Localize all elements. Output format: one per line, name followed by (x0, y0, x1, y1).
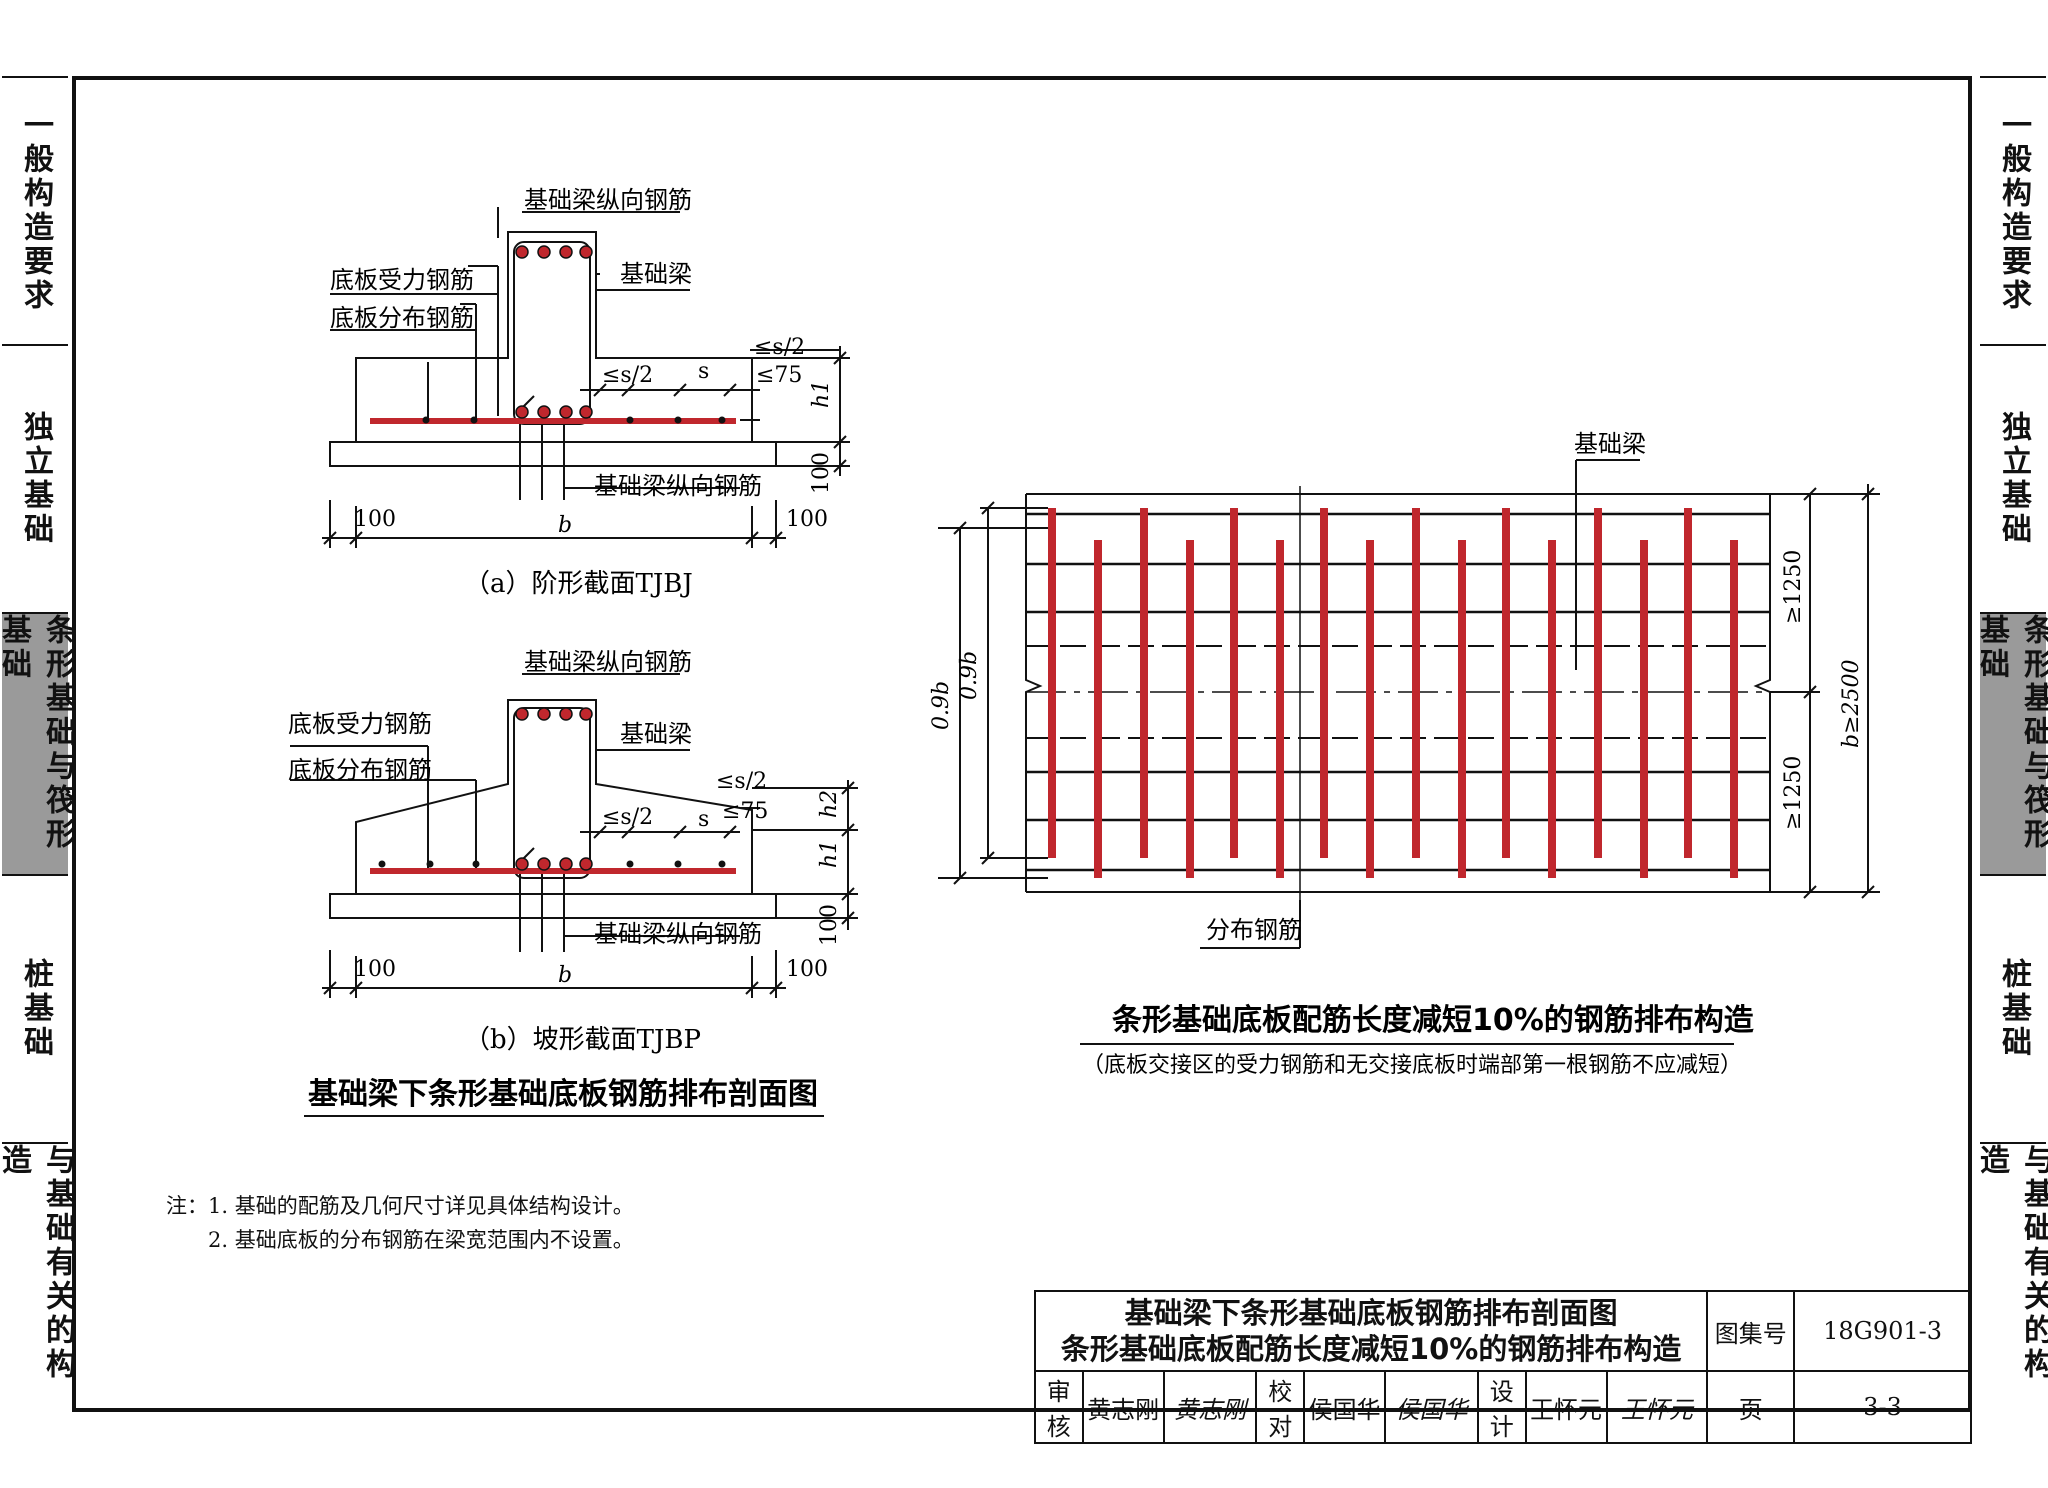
plan-dim-1250-top: ≥1250 (1781, 550, 1806, 624)
section-b-stirrup (513, 707, 591, 879)
side-tab-general[interactable]: 一般构造要求 (1980, 76, 2046, 344)
designer-name: 王怀元 (1524, 1370, 1608, 1444)
plan-dim-09b-inner: 0.9b (957, 651, 982, 700)
section-b-cushion (329, 893, 777, 919)
section-b-dist-bar-label: 底板分布钢筋 (288, 756, 432, 784)
title-line-1: 基础梁下条形基础底板钢筋排布剖面图 (1124, 1296, 1618, 1330)
side-tab-label: 独立基础 (1996, 411, 2031, 547)
plan-dim-09b-outer: 0.9b (929, 681, 954, 730)
section-a-dim-h1: h1 (809, 380, 834, 408)
design-label: 设计 (1476, 1370, 1527, 1444)
note-1: 注：1. 基础的配筋及几何尺寸详见具体结构设计。 (166, 1194, 634, 1218)
plan-drawing (938, 459, 1880, 949)
plan-subtitle: （底板交接区的受力钢筋和无交接底板时端部第一根钢筋不应减短） (1082, 1053, 1742, 1078)
atlas-label: 图集号 (1706, 1290, 1796, 1372)
side-tab-pile[interactable]: 桩基础 (1980, 874, 2046, 1142)
reviewer-signature: 黄志刚 (1162, 1370, 1258, 1444)
section-b-dim-s-half: ≤s/2 (602, 805, 653, 830)
side-tab-label: 桩基础 (18, 958, 53, 1060)
page-label: 页 (1706, 1370, 1796, 1444)
section-a-dim-s: s (698, 359, 709, 384)
check-label: 校对 (1255, 1370, 1306, 1444)
section-b-dim-h1: h1 (817, 840, 842, 868)
plan-dist-label: 分布钢筋 (1206, 916, 1302, 944)
section-a-dim-75: ≤75 (756, 363, 802, 388)
title-block-title: 基础梁下条形基础底板钢筋排布剖面图 条形基础底板配筋长度减短10%的钢筋排布构造 (1033, 1290, 1709, 1372)
reviewer-name: 黄志刚 (1081, 1370, 1165, 1444)
section-b-dim-s-half-right: ≤s/2 (716, 769, 767, 794)
section-b-top-label: 基础梁纵向钢筋 (524, 648, 692, 676)
section-a-cushion (329, 441, 777, 467)
section-b-bottom-label: 基础梁纵向钢筋 (594, 920, 762, 948)
plan-title: 条形基础底板配筋长度减短10%的钢筋排布构造 (1112, 1003, 1754, 1038)
side-tab-strip-raft[interactable]: 条形基础与筏形基础 (0, 612, 75, 874)
plan-beam-label: 基础梁 (1574, 430, 1646, 458)
section-b-drawing (290, 673, 858, 998)
designer-signature: 王怀元 (1605, 1370, 1709, 1444)
section-b-dim-75: ≤75 (722, 799, 768, 824)
side-tab-label: 独立基础 (18, 411, 53, 547)
side-tab-label: 一般构造要求 (18, 109, 53, 313)
section-b-dim-h2: h2 (817, 790, 842, 818)
side-tab-isolated[interactable]: 独立基础 (1980, 344, 2046, 612)
title-line-2: 条形基础底板配筋长度减短10%的钢筋排布构造 (1060, 1332, 1682, 1366)
plan-dim-1250-bottom: ≥1250 (1781, 756, 1806, 830)
section-a-dim-s-half-right: ≤s/2 (754, 335, 805, 360)
section-a-rebar (370, 245, 736, 424)
side-tab-related[interactable]: 与基础有关的构造 (0, 1142, 75, 1412)
plan-dim-b2500: b≥2500 (1839, 659, 1864, 748)
section-a-bottom-label: 基础梁纵向钢筋 (594, 472, 762, 500)
plan-main-bars (1048, 508, 1738, 878)
section-b-caption: （b）坡形截面TJBP (464, 1025, 701, 1055)
section-a-dim-100-side: 100 (809, 452, 834, 494)
section-b-dim-100-side: 100 (817, 904, 842, 946)
section-b-footing-outline (355, 699, 753, 894)
left-title: 基础梁下条形基础底板钢筋排布剖面图 (308, 1077, 818, 1112)
title-block: 基础梁下条形基础底板钢筋排布剖面图 条形基础底板配筋长度减短10%的钢筋排布构造… (1033, 1290, 1972, 1444)
section-a-footing-outline (355, 231, 753, 442)
section-a-dim-b: b (558, 513, 572, 538)
section-a-dim-s-half: ≤s/2 (602, 363, 653, 388)
section-b-dim-100-right: 100 (786, 957, 828, 982)
checker-name: 侯国华 (1303, 1370, 1387, 1444)
side-tab-label: 桩基础 (1996, 958, 2031, 1060)
section-a-beam-label: 基础梁 (620, 260, 692, 288)
section-a-caption: （a）阶形截面TJBJ (464, 569, 693, 599)
section-b-dim-100-left: 100 (354, 957, 396, 982)
side-tab-label: 条形基础与筏形基础 (1974, 614, 2048, 852)
note-2: 2. 基础底板的分布钢筋在梁宽范围内不设置。 (208, 1228, 634, 1252)
section-a-top-label: 基础梁纵向钢筋 (524, 186, 692, 214)
page-number: 3-3 (1793, 1370, 1972, 1444)
side-tab-pile[interactable]: 桩基础 (2, 874, 68, 1142)
section-a-main-bar-label: 底板受力钢筋 (330, 266, 474, 294)
section-b-beam-label: 基础梁 (620, 720, 692, 748)
section-b-main-bar (370, 868, 736, 874)
side-tab-related[interactable]: 与基础有关的构造 (1974, 1142, 2048, 1412)
section-b-main-bar-label: 底板受力钢筋 (288, 710, 432, 738)
section-a-dist-bar-label: 底板分布钢筋 (330, 304, 474, 332)
section-a-main-bar (370, 418, 736, 424)
side-tab-label: 条形基础与筏形基础 (0, 614, 75, 852)
section-b-rebar (370, 707, 736, 874)
side-tab-label: 一般构造要求 (1996, 109, 2031, 313)
section-a-stirrup (513, 241, 591, 425)
drawing-frame (72, 76, 1972, 1412)
side-tab-strip-raft[interactable]: 条形基础与筏形基础 (1974, 612, 2048, 874)
side-tab-isolated[interactable]: 独立基础 (2, 344, 68, 612)
review-label: 审核 (1034, 1370, 1084, 1444)
section-a-dim-100-left: 100 (354, 507, 396, 532)
side-tab-label: 与基础有关的构造 (1974, 1144, 2048, 1382)
side-tab-label: 与基础有关的构造 (0, 1144, 75, 1382)
atlas-number: 18G901-3 (1793, 1290, 1972, 1372)
section-b-dim-s: s (698, 807, 709, 832)
section-b-dim-b: b (558, 963, 572, 988)
section-a-dim-100-right: 100 (786, 507, 828, 532)
checker-signature: 侯国华 (1384, 1370, 1479, 1444)
side-tab-general[interactable]: 一般构造要求 (2, 76, 68, 344)
